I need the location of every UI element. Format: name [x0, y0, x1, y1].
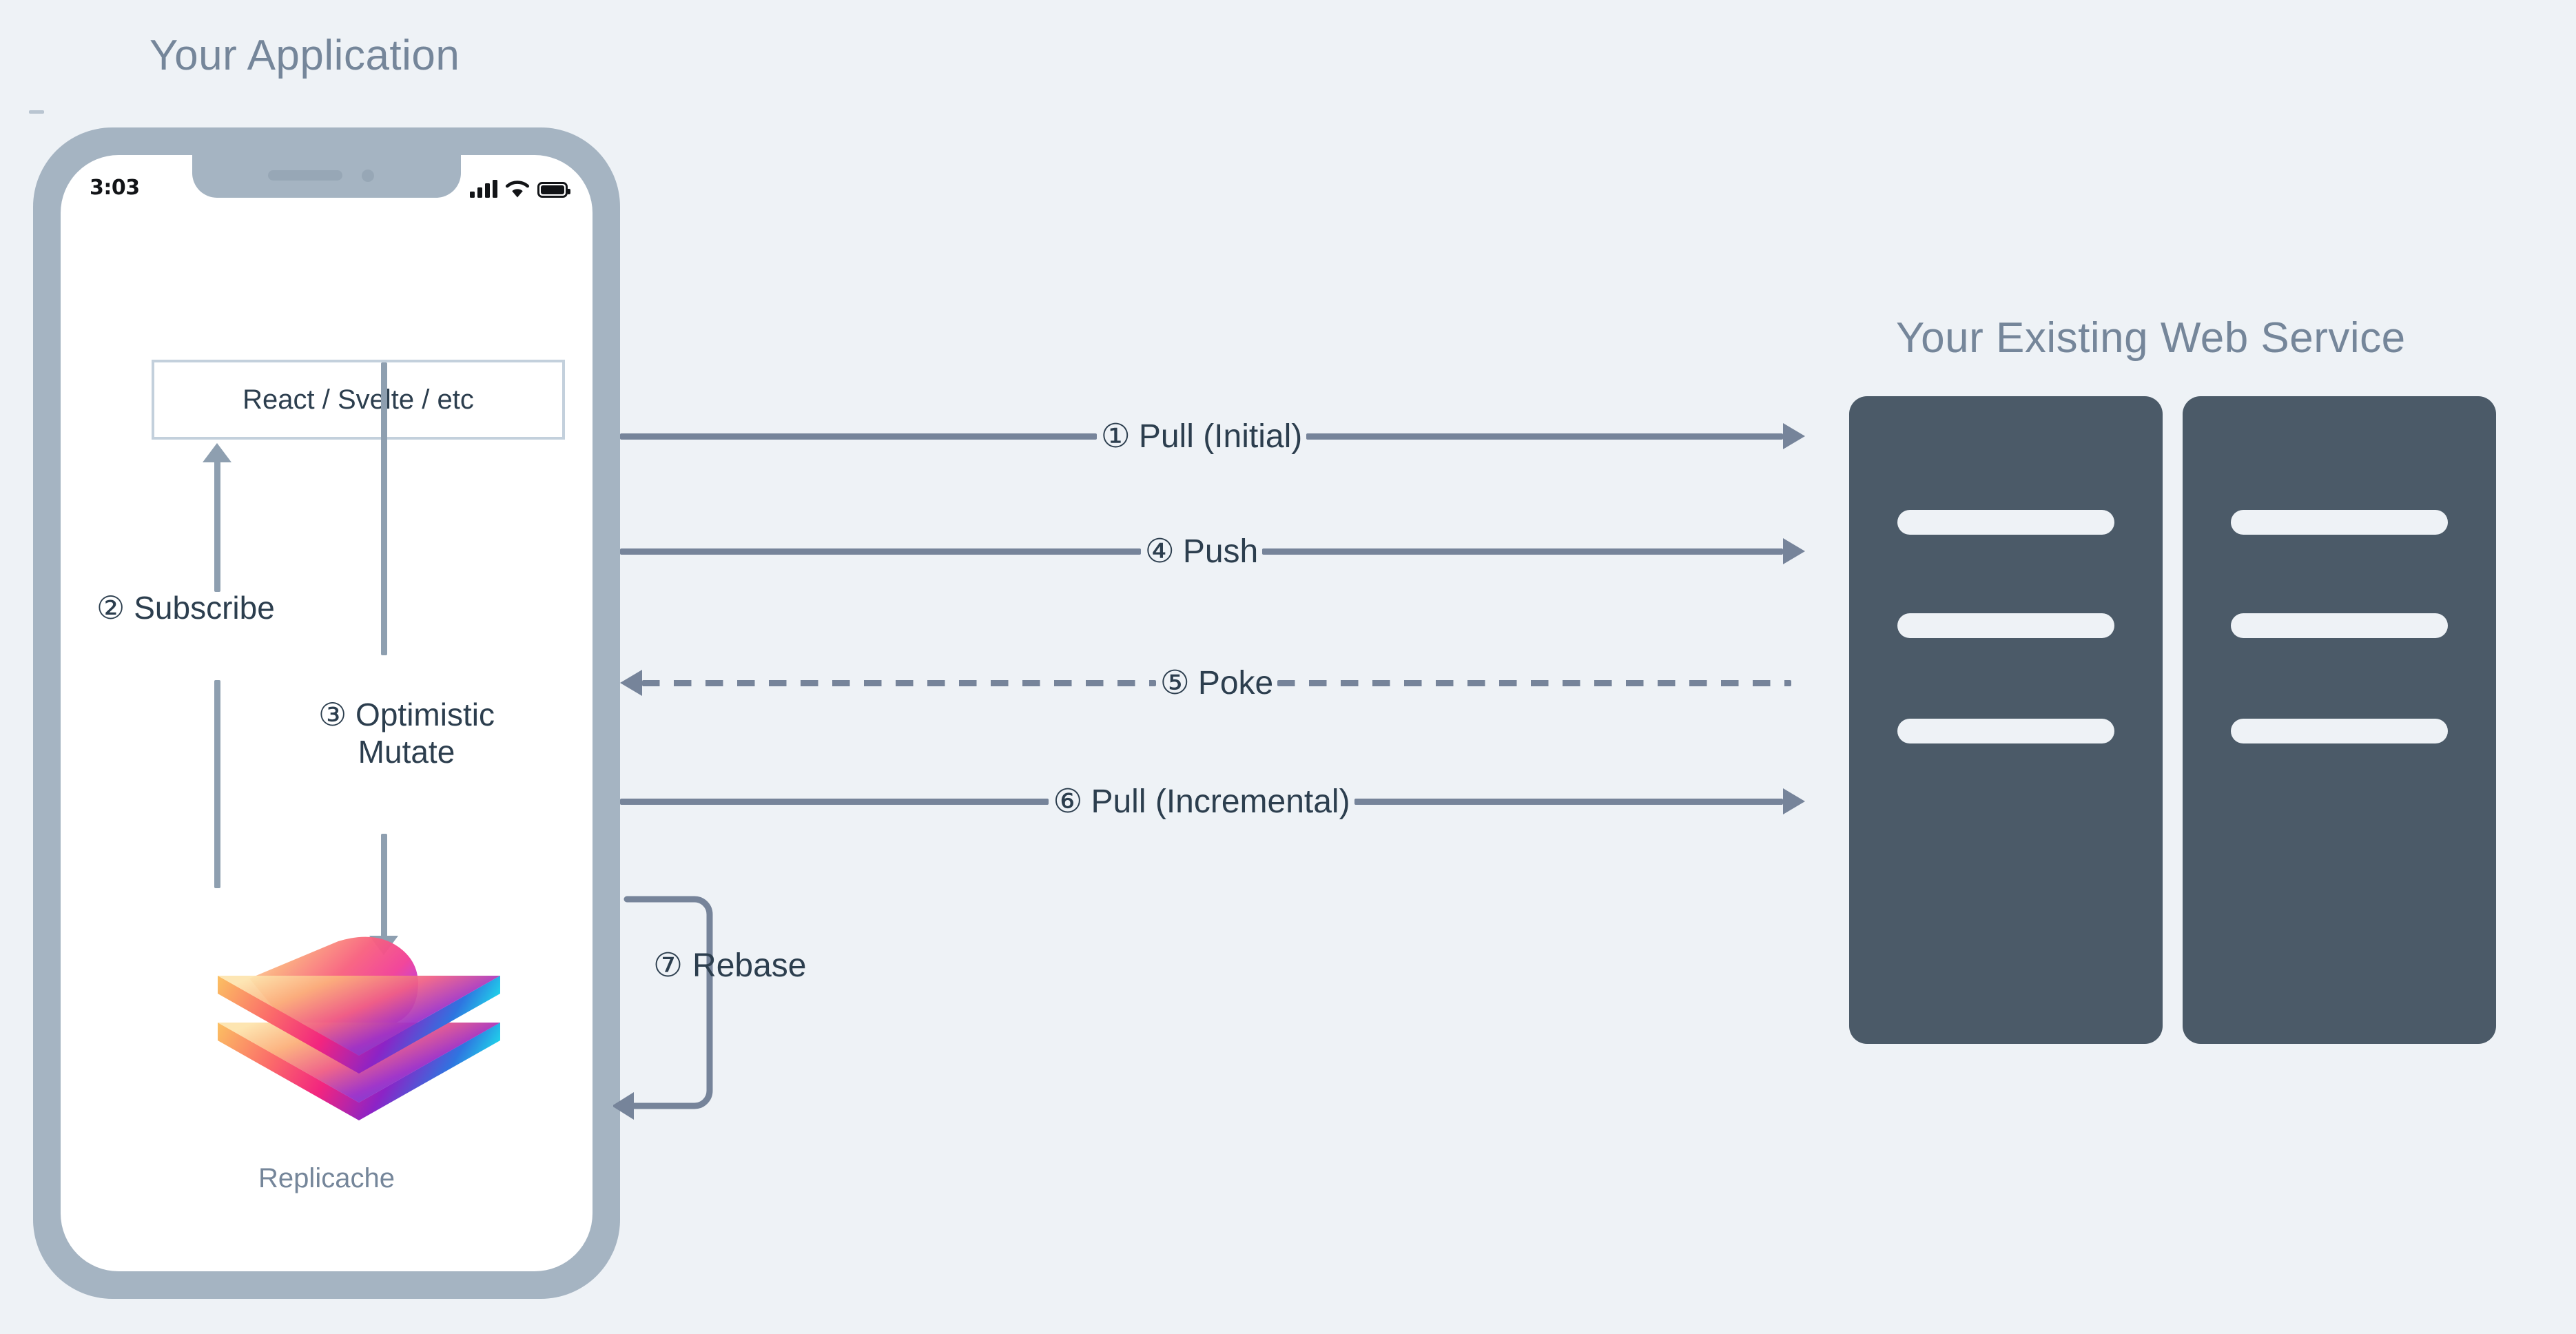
notch-speaker-icon	[268, 170, 342, 181]
notch-camera-icon	[362, 170, 374, 182]
flow-pull-initial: ① Pull (Initial)	[620, 412, 1805, 460]
flow-text: Pull (Initial)	[1138, 418, 1303, 455]
flow-arrowhead-right-icon	[1783, 423, 1805, 449]
status-bar-time: 3:03	[90, 176, 140, 200]
phone-tick-mark	[29, 110, 44, 114]
replicache-logo-caption: Replicache	[258, 1163, 395, 1193]
flow-arrowhead-left-icon	[620, 670, 642, 696]
phone-notch	[192, 155, 461, 198]
server-slot	[2231, 613, 2448, 638]
mutate-line-upper	[381, 362, 387, 655]
server-rack-2	[2183, 396, 2496, 1044]
flow-line-left	[620, 548, 1141, 555]
flow-text: Push	[1182, 533, 1259, 570]
mutate-line-lower	[381, 834, 387, 937]
flow-label: ④ Push	[1141, 532, 1262, 571]
flow-pull-incremental: ⑥ Pull (Incremental)	[620, 777, 1805, 825]
flow-label: ⑥ Pull (Incremental)	[1049, 782, 1354, 821]
flow-label: ⑤ Poke	[1156, 664, 1277, 702]
server-slot	[1897, 613, 2114, 638]
flow-dashed-line-right	[1277, 679, 1791, 686]
flow-line-right	[1354, 798, 1783, 805]
flow-arrowhead-right-icon	[1783, 788, 1805, 814]
framework-box: React / Svelte / etc	[152, 360, 565, 440]
server-slot	[1897, 510, 2114, 535]
step-rebase-label: ⑦ Rebase	[653, 946, 806, 985]
flow-number: ④	[1144, 533, 1175, 570]
flow-number: ⑥	[1053, 783, 1083, 820]
step-mutate-label: ③ Optimistic Mutate	[262, 696, 551, 771]
step-rebase-number: ⑦	[653, 947, 683, 984]
flow-number: ①	[1100, 418, 1131, 455]
flow-line-right	[1306, 433, 1783, 440]
framework-box-label: React / Svelte / etc	[243, 384, 474, 415]
phone-frame: 3:03 React / Svelte / etc	[33, 127, 620, 1299]
step-subscribe-number: ②	[96, 590, 125, 626]
flow-line-left	[620, 433, 1097, 440]
flow-push: ④ Push	[620, 527, 1805, 575]
status-bar-icons	[470, 174, 570, 198]
your-existing-web-service-heading: Your Existing Web Service	[1896, 314, 2406, 362]
server-slot	[1897, 719, 2114, 743]
flow-line-right	[1262, 548, 1783, 555]
step-rebase-text: Rebase	[692, 947, 807, 984]
flow-poke: ⑤ Poke	[620, 659, 1791, 707]
phone-screen: 3:03 React / Svelte / etc	[61, 155, 593, 1271]
subscribe-line-upper	[214, 461, 220, 592]
wifi-icon	[505, 180, 530, 198]
subscribe-arrowhead	[203, 443, 231, 462]
rebase-loop-path	[613, 882, 792, 1123]
cellular-signal-icon	[470, 180, 497, 198]
flow-label: ① Pull (Initial)	[1097, 417, 1306, 455]
server-slot	[2231, 510, 2448, 535]
replicache-logo	[211, 936, 507, 1129]
battery-icon	[537, 182, 570, 198]
flow-number: ⑤	[1160, 665, 1190, 701]
flow-text: Poke	[1197, 664, 1274, 701]
server-rack-1	[1849, 396, 2163, 1044]
server-slot	[2231, 719, 2448, 743]
step-mutate-line1: ③ Optimistic	[318, 697, 495, 732]
subscribe-line-lower	[214, 680, 220, 888]
your-application-heading: Your Application	[150, 32, 460, 79]
flow-text: Pull (Incremental)	[1091, 783, 1350, 820]
step-subscribe-text: Subscribe	[134, 590, 275, 626]
step-mutate-line2: Mutate	[358, 734, 455, 770]
flow-dashed-line-left	[642, 679, 1156, 686]
step-subscribe-label: ② Subscribe	[96, 589, 275, 626]
flow-arrowhead-right-icon	[1783, 538, 1805, 564]
flow-line-left	[620, 798, 1049, 805]
